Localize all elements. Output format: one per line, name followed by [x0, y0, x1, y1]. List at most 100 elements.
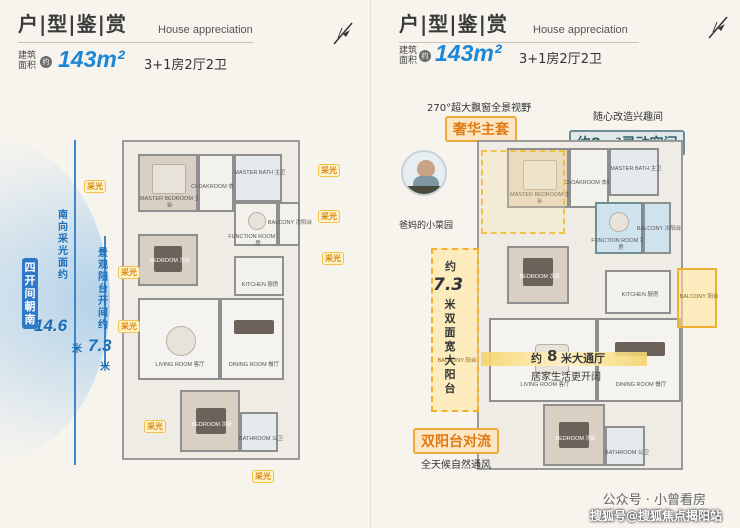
area-approx-icon: 约: [40, 56, 52, 68]
master-bedroom-label: MASTER BEDROOM 主卧: [140, 196, 200, 209]
master-suite-highlight: [481, 150, 565, 234]
living-room-label: LIVING ROOM 客厅: [520, 382, 570, 388]
kitchen-label: KITCHEN 厨房: [621, 292, 659, 298]
area-approx-icon: 约: [419, 50, 431, 62]
page-subtitle: House appreciation: [533, 24, 628, 36]
light-tag: 采光: [118, 320, 140, 333]
kitchen-label: KITCHEN 厨房: [241, 282, 279, 288]
south-light-unit: 米: [72, 344, 82, 355]
balcony-measure-line: [104, 236, 106, 366]
big-balcony-highlight: BALCONY 阳台: [431, 248, 479, 412]
watermark-wechat: 公众号 · 小曾看房: [602, 493, 706, 508]
master-bedroom-label: MASTER BEDROOM 主卧: [510, 192, 570, 205]
function-room-label: FUNCTION ROOM 功能房: [228, 234, 288, 247]
through-hall-prefix: 约: [531, 352, 542, 365]
bedroom-1-label: BEDROOM 次卧: [149, 258, 191, 264]
kitchen: KITCHEN 厨房: [234, 256, 284, 296]
light-tag: 采光: [318, 164, 340, 177]
cloakroom-label: CLOAKROOM 衣帽间: [191, 184, 245, 190]
bathroom: BATHROOM 公卫: [605, 426, 649, 466]
master-bath-label: MASTER BATH 主卫: [234, 170, 286, 176]
balcony-width-value: 7.3: [88, 336, 112, 355]
living-room-label: LIVING ROOM 客厅: [155, 362, 205, 368]
through-hall-sub: 居家生活更开阔: [531, 372, 601, 383]
area-value: 143m²: [435, 40, 502, 66]
side-balcony-label: BALCONY 次阳台: [636, 226, 682, 232]
through-hall-value: 8: [547, 347, 558, 365]
big-balcony-label: BALCONY 阳台: [437, 358, 477, 364]
bedroom-1: BEDROOM 次卧: [507, 246, 569, 304]
light-tag: 采光: [322, 252, 344, 265]
bedroom-2: BEDROOM 次卧: [180, 390, 240, 452]
double-balcony-text: 米双面宽大阳台: [444, 298, 456, 395]
garden-caption: 爸妈的小菜园: [399, 221, 454, 231]
balcony-width-unit: 米: [100, 362, 110, 373]
bedroom-1: BEDROOM 次卧: [138, 234, 198, 286]
cloakroom-label: CLOAKROOM 衣帽间: [564, 180, 618, 186]
function-room: FUNCTION ROOM 功能房: [228, 202, 288, 247]
left-panel: 户|型|鉴|赏 House appreciation 建筑面积 约 143m² …: [0, 0, 370, 528]
south-measure-line: [74, 140, 76, 465]
bathroom: BATHROOM 公卫: [239, 412, 283, 452]
south-light-value: 14.6: [34, 316, 68, 335]
area-label: 建筑面积: [18, 51, 37, 71]
light-tag: 采光: [84, 180, 106, 193]
double-balcony-prefix: 约: [445, 260, 456, 273]
page-title: 户|型|鉴|赏: [18, 12, 127, 36]
through-hall-arrow: [481, 352, 647, 366]
area-label: 建筑面积: [399, 46, 418, 66]
right-panel: 户|型|鉴|赏 House appreciation 建筑面积 约 143m² …: [370, 0, 740, 528]
bedroom-2-label: BEDROOM 次卧: [191, 422, 233, 428]
small-balcony-label: BALCONY 阳台: [679, 294, 719, 300]
floor-plan: MASTER BEDROOM 主卧 CLOAKROOM 衣帽间 MASTER B…: [122, 140, 312, 460]
watermark-sohu: 搜狐号@搜狐焦点揭阳站: [589, 509, 722, 523]
master-bath: MASTER BATH 主卫: [234, 154, 286, 202]
brand-logo-icon: [708, 16, 728, 39]
cross-ventilation-badge: 双阳台对流: [413, 428, 499, 454]
brand-logo-icon: [333, 22, 353, 45]
bedroom-2-label: BEDROOM 次卧: [555, 436, 597, 442]
page-title: 户|型|鉴|赏: [399, 12, 508, 36]
bedroom-1-label: BEDROOM 次卧: [519, 274, 561, 280]
bathroom-label: BATHROOM 公卫: [239, 436, 283, 442]
light-tag: 采光: [144, 420, 166, 433]
small-balcony-highlight: BALCONY 阳台: [677, 268, 718, 328]
dining-room-label: DINING ROOM 餐厅: [228, 362, 280, 368]
window-callout: 270°超大飘窗全景视野: [427, 103, 532, 114]
side-balcony-label: BALCONY 次阳台: [267, 220, 313, 226]
side-balcony: BALCONY 次阳台: [268, 202, 312, 246]
function-room-label: FUNCTION ROOM 功能房: [591, 238, 651, 251]
cloakroom: CLOAKROOM 衣帽间: [191, 154, 245, 212]
luxury-suite-badge: 奢华主套: [445, 116, 517, 142]
title-divider: [18, 42, 253, 43]
master-bath-label: MASTER BATH 主卫: [610, 166, 662, 172]
light-tag: 采光: [252, 470, 274, 483]
through-hall-text: 米大通厅: [561, 352, 605, 365]
function-room: FUNCTION ROOM 功能房: [591, 202, 651, 254]
layout-text: 3+1房2厅2卫: [144, 58, 227, 73]
hobby-room-callout: 随心改造兴趣间: [593, 112, 663, 123]
master-bath: MASTER BATH 主卫: [609, 148, 662, 196]
light-tag: 采光: [118, 266, 140, 279]
light-tag: 采光: [318, 210, 340, 223]
double-balcony-value: 7.3: [433, 275, 464, 295]
living-room: LIVING ROOM 客厅: [138, 298, 220, 380]
dining-room: DINING ROOM 餐厅: [220, 298, 284, 380]
area-value: 143m²: [58, 46, 125, 72]
cloakroom: CLOAKROOM 衣帽间: [564, 148, 618, 208]
cross-ventilation-sub: 全天候自然通风: [421, 460, 491, 471]
title-divider: [399, 42, 639, 43]
bathroom-label: BATHROOM 公卫: [605, 450, 649, 456]
layout-text: 3+1房2厅2卫: [519, 52, 602, 67]
south-light-text: 南向采光面约: [58, 210, 68, 281]
page-subtitle: House appreciation: [158, 24, 253, 36]
master-bedroom: MASTER BEDROOM 主卧: [507, 148, 570, 208]
master-bedroom: MASTER BEDROOM 主卧: [138, 154, 200, 212]
four-bays-south-tag: 四开间朝南: [22, 258, 38, 329]
dining-room-label: DINING ROOM 餐厅: [615, 382, 667, 388]
garden-photo: [401, 150, 447, 196]
balcony-width-text: 景观阳台开间约: [98, 248, 108, 331]
kitchen: KITCHEN 厨房: [605, 270, 671, 314]
bedroom-2: BEDROOM 次卧: [543, 404, 605, 466]
side-balcony: BALCONY 次阳台: [637, 202, 681, 254]
